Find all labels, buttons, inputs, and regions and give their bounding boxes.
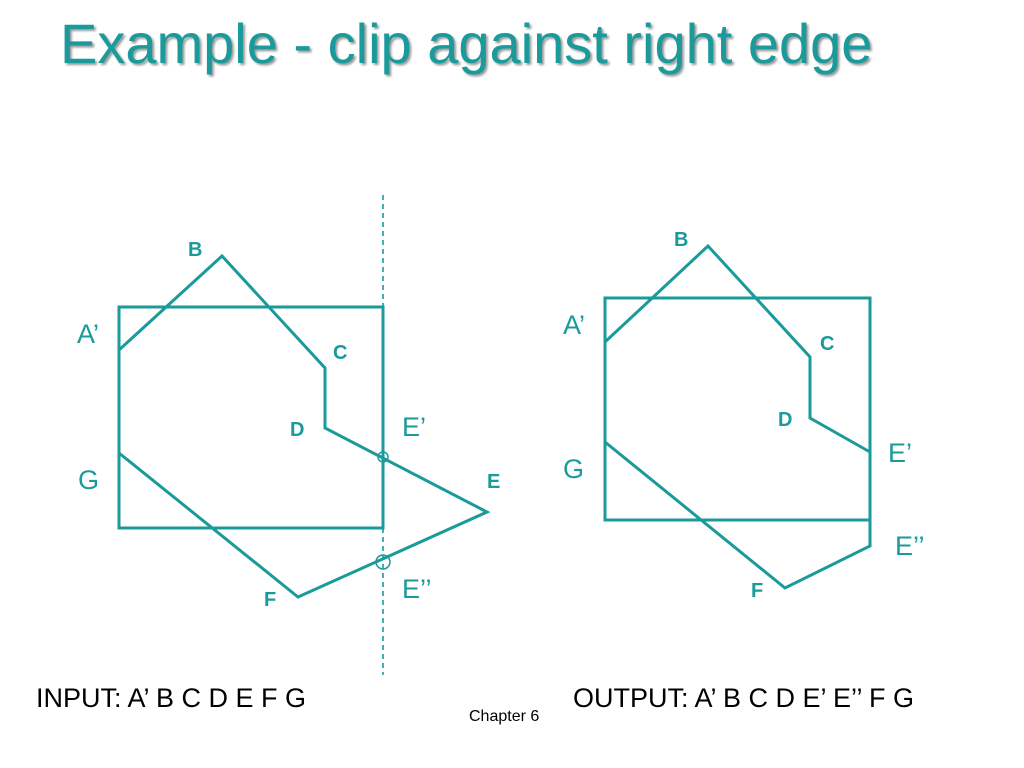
- vertex-label-c: C: [333, 342, 347, 364]
- intersection-marker-e-prime: [377, 451, 389, 463]
- vertex-label-g: G: [78, 465, 99, 495]
- slide-footer: Chapter 6: [469, 708, 540, 725]
- input-diagram: B A’ C D E’ G E E’’ F: [77, 195, 500, 675]
- vertex-label-a-prime: A’: [77, 319, 99, 349]
- vertex-label-c: C: [820, 333, 834, 355]
- vertex-label-e-double-prime: E’’: [895, 531, 925, 561]
- vertex-label-b: B: [674, 229, 688, 251]
- vertex-label-d: D: [290, 419, 304, 441]
- input-caption: INPUT: A’ B C D E F G: [36, 683, 307, 713]
- vertex-label-a-prime: A’: [563, 310, 585, 340]
- clip-window-right: [603, 296, 872, 522]
- output-polygon: [603, 243, 871, 454]
- input-polygon-upper: [117, 253, 491, 599]
- output-polygon-lower: [604, 440, 872, 590]
- vertex-label-f: F: [264, 589, 276, 611]
- vertex-label-e-double-prime: E’’: [402, 574, 432, 604]
- clip-window-left: [117, 305, 385, 530]
- intersection-marker-e-double-prime: [375, 554, 391, 570]
- vertex-label-e-prime: E’: [888, 438, 912, 468]
- vertex-label-d: D: [778, 409, 792, 431]
- vertex-label-e-prime: E’: [402, 412, 426, 442]
- vertex-label-g: G: [563, 454, 584, 484]
- slide-title: Example - clip against right edge: [60, 12, 873, 75]
- output-caption: OUTPUT: A’ B C D E’ E’’ F G: [573, 683, 915, 713]
- output-diagram: B A’ C D E’ G E’’ F: [563, 229, 925, 602]
- vertex-label-b: B: [188, 239, 202, 261]
- vertex-label-e: E: [487, 471, 500, 493]
- vertex-label-f: F: [751, 580, 763, 602]
